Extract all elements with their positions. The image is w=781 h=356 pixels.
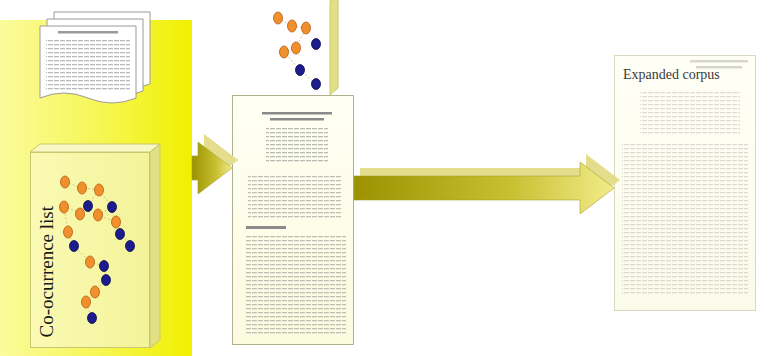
box-top-face xyxy=(0,4,206,20)
corpus-box: Expanded corpus xyxy=(614,55,756,311)
blue-token xyxy=(312,79,321,90)
box-top-face xyxy=(614,44,770,55)
card-side-face xyxy=(330,0,338,95)
blue-token xyxy=(296,65,305,76)
token-link xyxy=(278,18,316,84)
orange-token xyxy=(302,22,311,34)
box-open-top xyxy=(232,80,368,95)
list-card: Co-ocurrence list xyxy=(30,152,150,348)
blue-token xyxy=(312,39,321,50)
arrow-depth xyxy=(360,154,620,206)
node-label: ence list xyxy=(251,10,270,73)
block-arrow xyxy=(354,162,614,214)
orange-token xyxy=(288,20,297,32)
orange-token xyxy=(274,12,283,24)
list-card: ence list xyxy=(246,1,331,211)
box-side-face xyxy=(192,4,206,356)
node-label: Co-ocurrence list xyxy=(37,206,56,337)
node-label: Expanded corpus xyxy=(623,68,720,82)
box-side-face xyxy=(354,80,368,345)
block-arrow xyxy=(192,142,232,194)
document-box: ence list xyxy=(232,95,354,345)
box-side-face xyxy=(756,44,770,311)
orange-token xyxy=(280,46,289,58)
orange-token xyxy=(292,42,301,54)
container-box: Co-ocurrence list xyxy=(0,20,192,356)
